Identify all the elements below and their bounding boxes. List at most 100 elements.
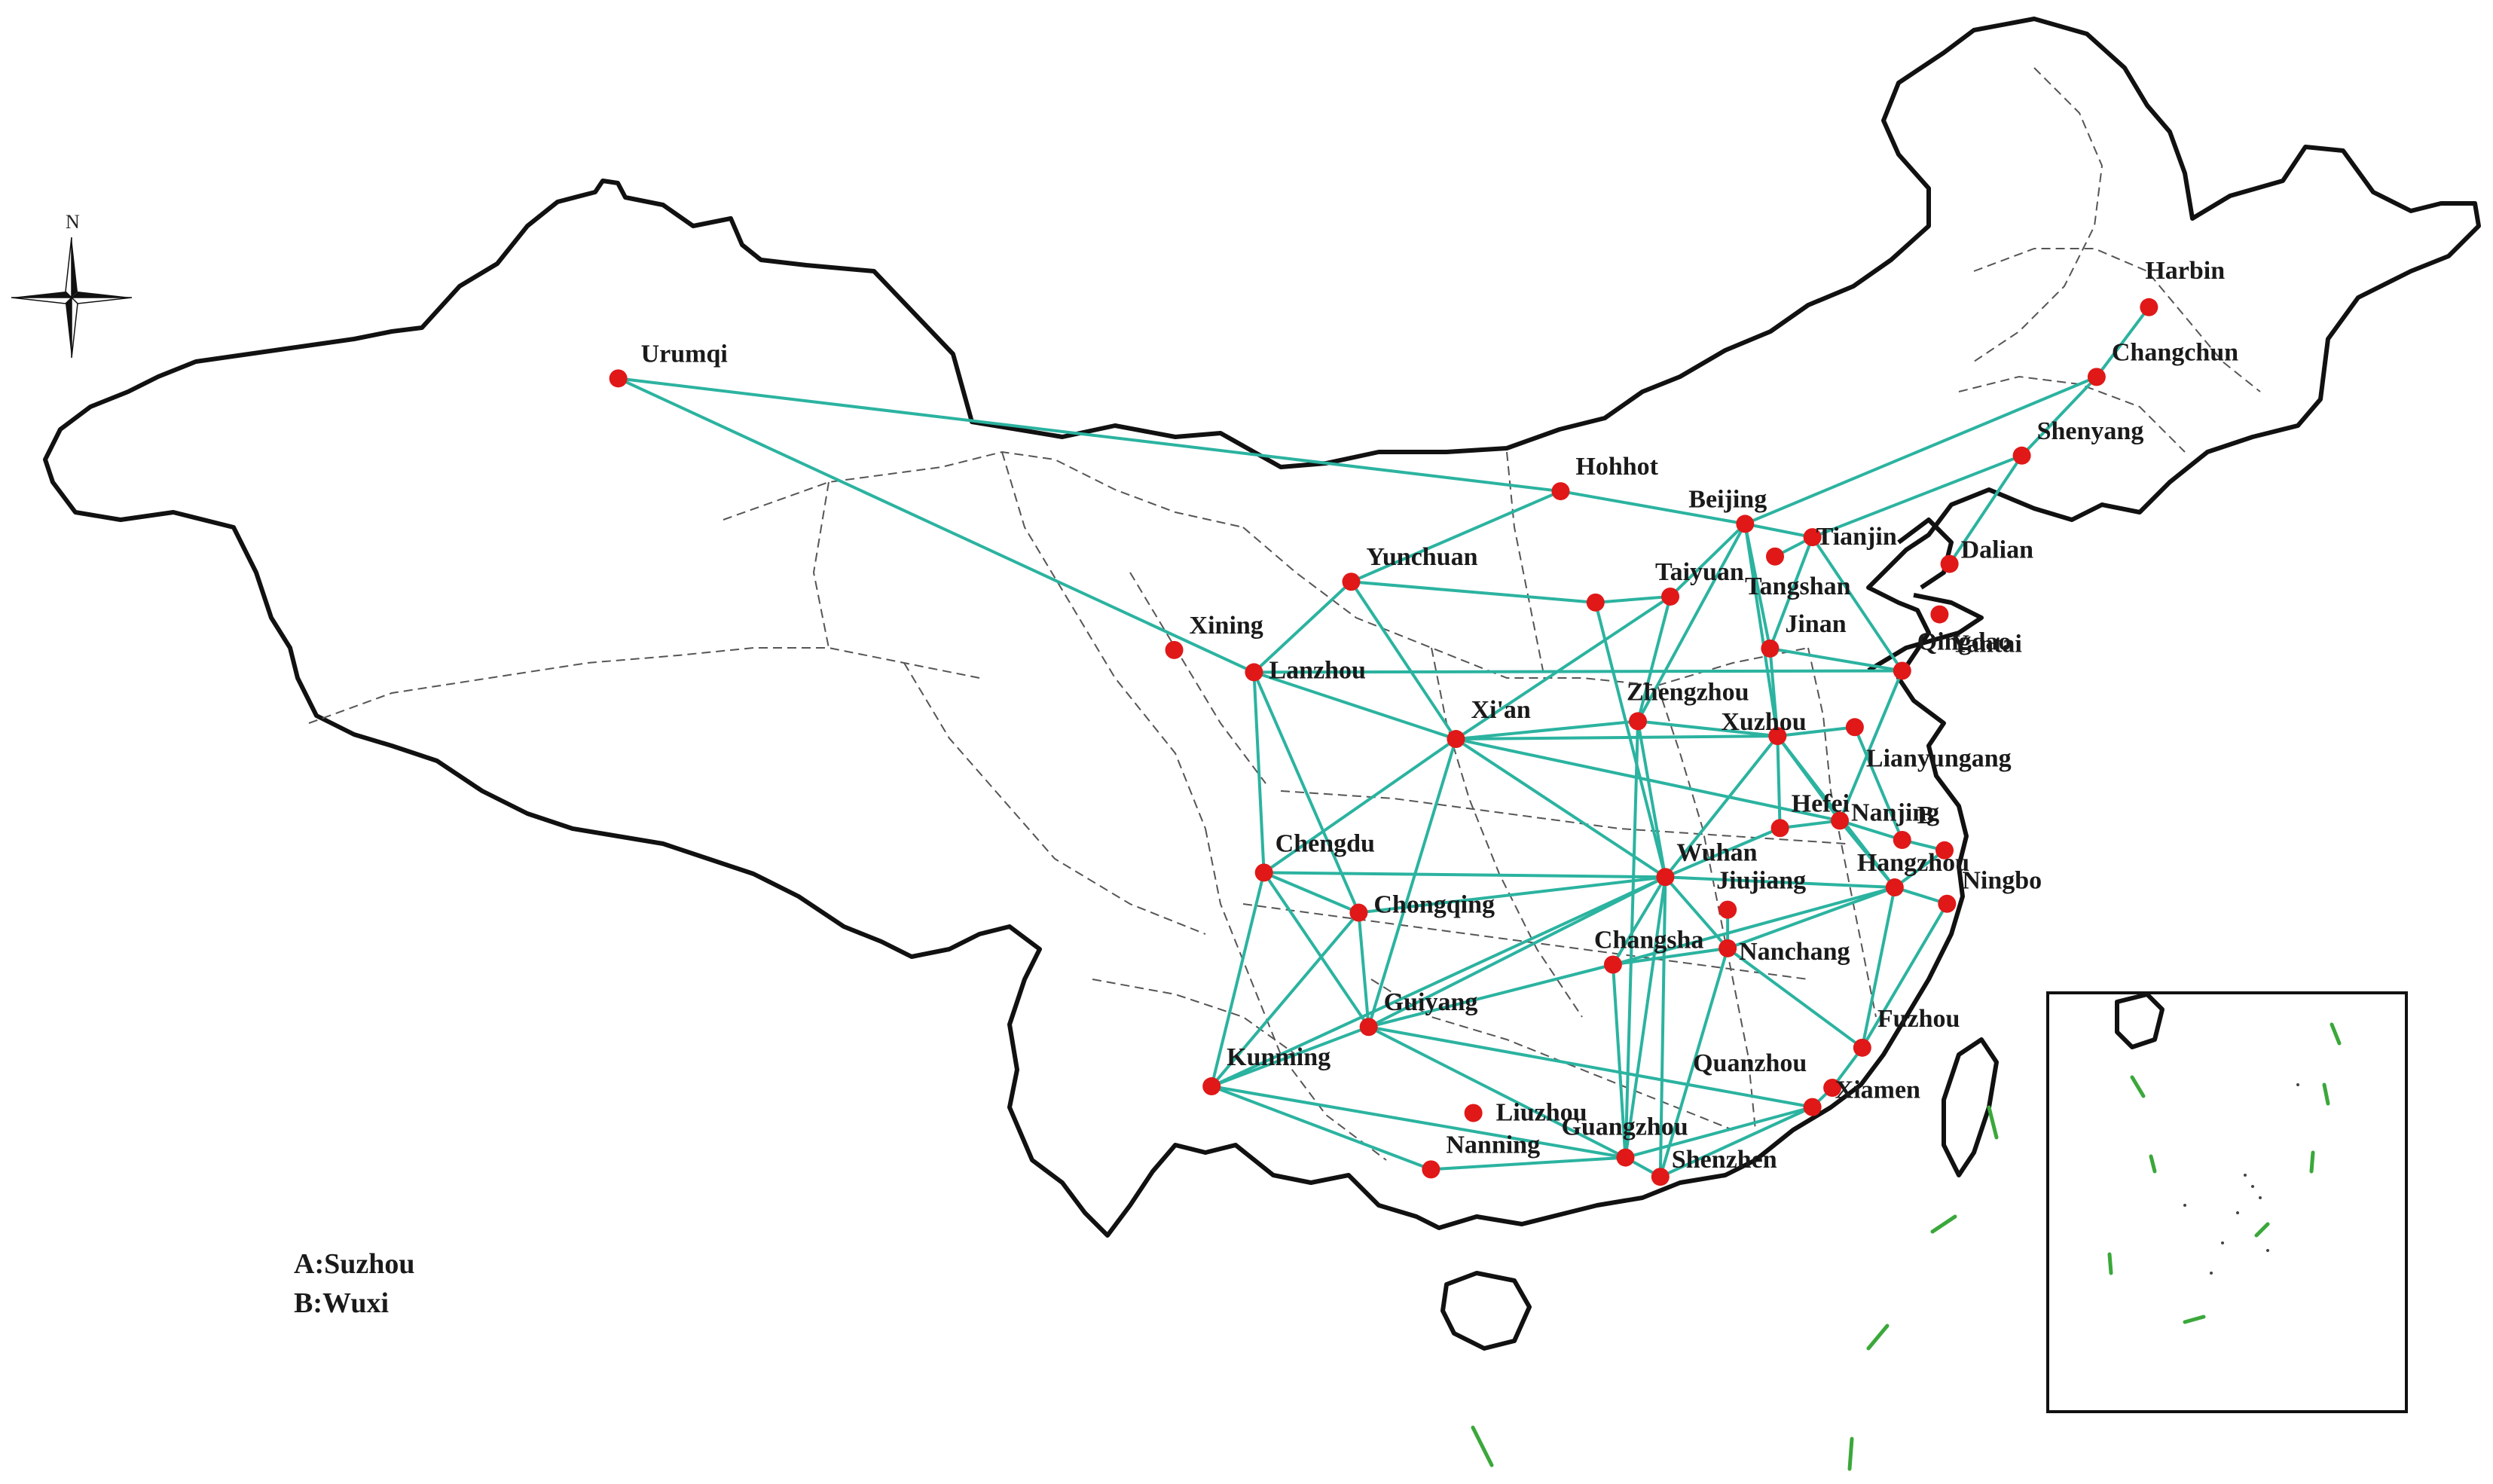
city-dot-suzhou	[1935, 841, 1954, 860]
city-dot-dalian	[1940, 554, 1959, 573]
city-dot-chengdu	[1254, 863, 1273, 882]
route-lanzhou-chengdu	[1252, 672, 1266, 873]
city-label-harbin: Harbin	[2145, 257, 2225, 285]
city-label-fuzhou: Fuzhou	[1877, 1005, 1960, 1033]
city-label-ningbo: Ningbo	[1962, 867, 2042, 895]
route-yunchuan-shijiazhuang	[1351, 580, 1596, 604]
route-zhengzhou-guangzhou	[1624, 721, 1640, 1158]
route-xian-wuhan	[1455, 737, 1667, 878]
route-wuhan-nanchang	[1664, 875, 1729, 950]
city-dot-jinan	[1761, 639, 1780, 658]
route-xian-chengdu	[1263, 737, 1457, 875]
city-dot-quanzhou	[1823, 1079, 1842, 1098]
city-dot-shenzhen	[1651, 1168, 1670, 1186]
route-hangzhou-changsha	[1612, 886, 1896, 966]
route-changchun-beijing	[1744, 375, 2097, 526]
route-hohhot-yunchuan	[1350, 490, 1562, 584]
city-dot-qingdao	[1893, 661, 1911, 680]
route-chongqing-kunming	[1210, 911, 1360, 1088]
city-dot-lianyungang	[1845, 718, 1864, 737]
route-xuzhou-hefei	[1776, 736, 1782, 829]
province-boundaries	[308, 67, 2261, 1161]
route-chengdu-chongqing	[1263, 871, 1360, 915]
route-beijing-taiyuan	[1669, 522, 1746, 598]
route-guangzhou-xiamen	[1624, 1105, 1813, 1159]
city-label-wuxi: B	[1917, 802, 1935, 829]
route-shenyang-tianjin	[1811, 453, 2023, 539]
route-wuhan-guangzhou	[1624, 876, 1667, 1158]
city-dot-hangzhou	[1885, 878, 1904, 897]
city-dot-zhengzhou	[1629, 712, 1648, 731]
route-changsha-guangzhou	[1611, 964, 1627, 1158]
route-nanjing-wuxi	[1839, 819, 1903, 841]
city-dot-kunming	[1202, 1077, 1221, 1096]
route-nanchang-changsha	[1612, 946, 1728, 966]
route-xian-zhengzhou	[1456, 719, 1639, 741]
city-label-xuzhou: Xuzhou	[1721, 708, 1806, 736]
route-tianjin-qingdao	[1810, 536, 1904, 672]
legend-item-b: B:Wuxi	[294, 1287, 389, 1319]
city-label-jinan: Jinan	[1785, 610, 1846, 638]
city-label-shenyang: Shenyang	[2037, 417, 2144, 445]
route-ningbo-fuzhou	[1861, 902, 1949, 1049]
city-dot-taiyuan	[1661, 587, 1680, 606]
route-beijing-xuzhou	[1743, 524, 1780, 737]
city-label-jiujiang: Jiujiang	[1716, 867, 1806, 895]
route-tianjin-jinan	[1768, 536, 1814, 649]
city-dot-wuxi	[1893, 831, 1911, 850]
city-dot-changsha	[1603, 955, 1622, 974]
route-lianyungang-wuxi	[1853, 726, 1904, 841]
city-label-hangzhou: Hangzhou	[1857, 849, 1969, 877]
route-fuzhou-hangzhou	[1860, 887, 1896, 1049]
route-yunchuan-xian	[1349, 581, 1458, 740]
city-dot-urumqi	[609, 369, 628, 388]
city-label-qingdao: Qingdao	[1917, 627, 2012, 655]
city-dot-jiujiang	[1719, 900, 1737, 919]
city-dot-lanzhou	[1245, 663, 1263, 682]
city-dot-shenyang	[2012, 446, 2031, 465]
route-beijing-tianjin	[1744, 522, 1813, 539]
route-jinan-xuzhou	[1768, 648, 1780, 737]
route-beijing-zhengzhou	[1636, 523, 1747, 722]
legend-item-a: A:Suzhou	[294, 1248, 415, 1280]
route-shijiazhuang-wuhan	[1593, 602, 1667, 878]
city-label-beijing: Beijing	[1688, 485, 1767, 513]
route-taiyuan-zhengzhou	[1636, 596, 1672, 722]
city-label-hohhot: Hohhot	[1575, 453, 1658, 481]
route-qingdao-nanjing	[1838, 670, 1904, 822]
south-china-sea-inset	[2046, 991, 2408, 1413]
city-dot-xuzhou	[1768, 727, 1787, 746]
route-xian-xuzhou	[1456, 734, 1778, 741]
city-dot-wuhan	[1656, 868, 1675, 887]
city-label-guiyang: Guiyang	[1384, 988, 1478, 1016]
city-label-nanjing: Nanjing	[1851, 798, 1939, 826]
city-label-taiyuan: Taiyuan	[1655, 558, 1744, 586]
route-urumqi-hohhot	[618, 377, 1561, 493]
route-guiyang-guangzhou	[1367, 1025, 1627, 1159]
route-changsha-guiyang	[1368, 963, 1614, 1029]
city-label-dalian: Dalian	[1961, 536, 2033, 564]
city-dot-changchun	[2087, 368, 2106, 386]
city-label-chongqing: Chongqing	[1373, 891, 1495, 919]
city-dot-nanning	[1422, 1160, 1441, 1179]
city-dot-xian	[1447, 730, 1465, 749]
route-shenzhen-xiamen	[1659, 1105, 1813, 1179]
route-yunchuan-lanzhou	[1253, 580, 1352, 673]
city-label-nanning: Nanning	[1446, 1131, 1540, 1159]
route-urumqi-lanzhou	[617, 377, 1255, 674]
route-zhengzhou-wuhan	[1636, 721, 1667, 878]
route-lanzhou-xian	[1253, 670, 1457, 740]
route-shijiazhuang-taiyuan	[1595, 594, 1671, 604]
city-label-lianyungang: Lianyungang	[1866, 744, 2012, 772]
route-hangzhou-wuhan	[1665, 875, 1895, 890]
route-chengdu-kunming	[1210, 872, 1266, 1087]
compass-rose: N	[11, 211, 133, 359]
route-hangzhou-ningbo	[1894, 886, 1948, 905]
city-label-shenzhen: Shenzhen	[1672, 1146, 1777, 1174]
route-nanchang-shenzhen	[1658, 948, 1730, 1177]
route-xian-guiyang	[1367, 738, 1458, 1028]
city-label-liuzhou: Liuzhou	[1496, 1099, 1587, 1127]
city-label-guangzhou: Guangzhou	[1561, 1113, 1688, 1141]
legend: A:Suzhou B:Wuxi	[294, 1248, 415, 1319]
city-dot-harbin	[2140, 298, 2158, 316]
